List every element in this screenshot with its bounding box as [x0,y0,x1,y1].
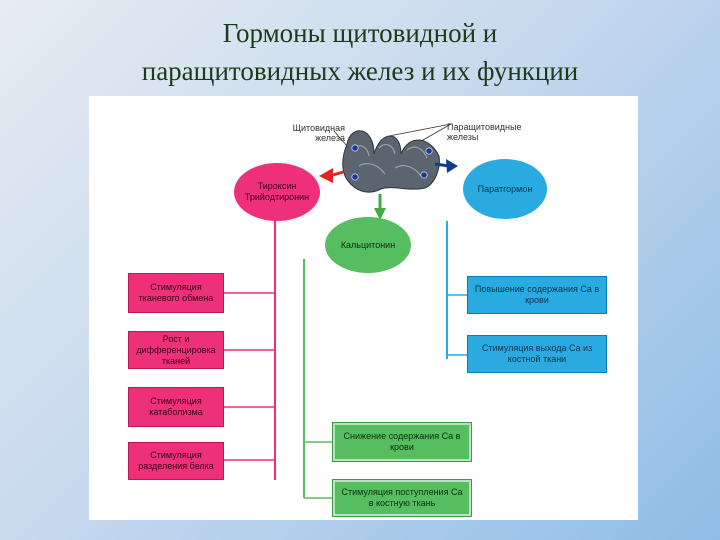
thyroid-label: Щитовидная железа [271,123,345,143]
parathyroid-label-text: Паращитовидные железы [447,122,522,142]
calcitonin-function-1: Снижение содержания Ca в крови [333,423,471,461]
title-line-2: паращитовидных желез и их функции [141,56,579,86]
thyroxine-function-4-label: Стимуляция разделения белка [138,450,214,471]
calcitonin-function-2-label: Стимуляция поступления Ca в костную ткан… [341,487,463,508]
green-arrow-icon [374,208,386,220]
red-arrow-icon [319,168,333,183]
thyroxine-function-3-label: Стимуляция катаболизма [149,396,203,417]
thyroxine-function-4: Стимуляция разделения белка [128,442,224,480]
thyroxine-function-1: Стимуляция тканевого обмена [128,273,224,313]
parathormone-function-2: Стимуляция выхода Ca из костной ткани [467,335,607,373]
calcitonin-function-2: Стимуляция поступления Ca в костную ткан… [333,480,471,516]
hormone-calcitonin-label: Кальцитонин [340,239,396,250]
connector-lines [224,123,467,499]
thyroid-label-text: Щитовидная железа [292,123,345,143]
thyroid-gland-illustration [342,130,440,193]
parathormone-function-1: Повышение содержания Ca в крови [467,276,607,314]
slide-title: Гормоны щитовидной и паращитовидных желе… [0,14,720,90]
title-line-1: Гормоны щитовидной и [222,18,498,48]
thyroxine-function-2: Рост и дифференцировка тканей [128,331,224,369]
parathormone-function-2-label: Стимуляция выхода Ca из костной ткани [481,343,593,364]
hormone-thyroxine-label: Тироксин Трийодтиронин [244,181,310,202]
hormone-thyroxine: Тироксин Трийодтиронин [234,163,320,221]
diagram-panel: Щитовидная железа Паращитовидные железы … [89,96,638,520]
hormone-parathormone-label: Паратгормон [477,183,533,194]
thyroxine-function-2-label: Рост и дифференцировка тканей [136,333,216,366]
hormone-parathormone: Паратгормон [463,159,547,219]
parathyroid-label: Паращитовидные железы [447,122,545,142]
parathormone-function-1-label: Повышение содержания Ca в крови [474,284,600,305]
calcitonin-function-1-label: Снижение содержания Ca в крови [343,431,461,452]
thyroxine-function-3: Стимуляция катаболизма [128,387,224,427]
hormone-calcitonin: Кальцитонин [325,217,411,273]
thyroxine-function-1-label: Стимуляция тканевого обмена [138,282,214,303]
blue-arrow-icon [446,159,458,173]
